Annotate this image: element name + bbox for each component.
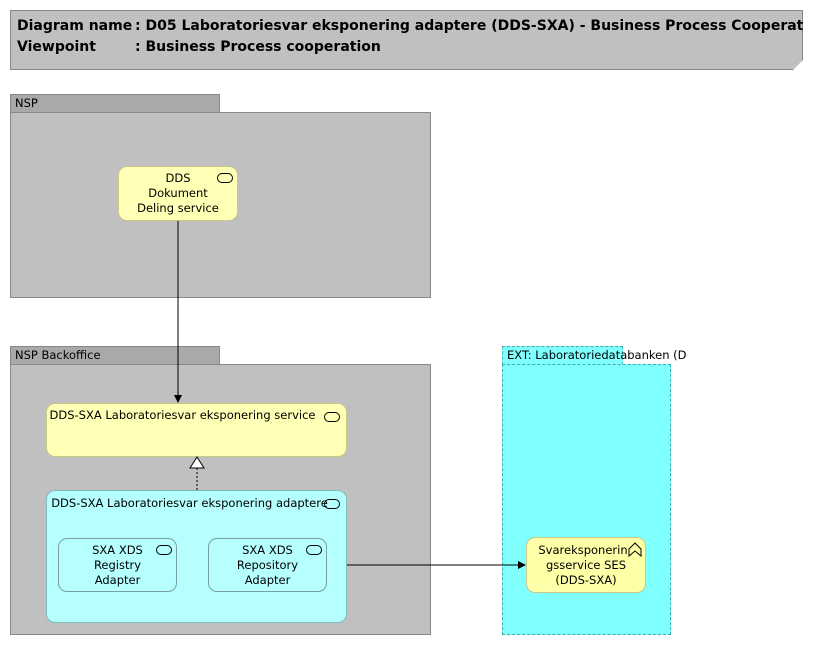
diagram-header: Diagram name: D05 Laboratoriesvar ekspon…	[10, 10, 803, 70]
node-line: Dokument	[148, 186, 208, 200]
node-line: Repository	[236, 558, 299, 572]
viewpoint-label: Viewpoint	[17, 39, 96, 55]
service-icon	[306, 545, 322, 555]
node-line: Deling service	[137, 201, 219, 215]
node-line: SXA XDS	[242, 543, 293, 557]
node-dds-sxa-service[interactable]: DDS-SXA Laboratoriesvar eksponering serv…	[46, 403, 347, 457]
node-line: gsservice SES	[545, 558, 626, 572]
function-icon	[628, 542, 642, 558]
node-sxa-xds-repository-adapter[interactable]: SXA XDS Repository Adapter	[208, 538, 327, 592]
node-line: (DDS-SXA)	[555, 573, 617, 587]
viewpoint-value: : Business Process cooperation	[135, 39, 381, 55]
node-line: DDS	[165, 171, 191, 185]
service-icon	[324, 412, 340, 422]
diagram-name-label: Diagram name	[17, 18, 133, 34]
group-ext-laboratoriedatabanken[interactable]	[502, 364, 671, 635]
service-icon	[217, 173, 233, 183]
group-nsp-backoffice-tab[interactable]: NSP Backoffice	[10, 346, 220, 365]
node-label: DDS-SXA Laboratoriesvar eksponering adap…	[51, 496, 328, 510]
node-line: Adapter	[94, 573, 141, 587]
group-nsp-label: NSP	[15, 96, 38, 110]
node-line: Adapter	[244, 573, 291, 587]
group-ext-label: EXT: Laboratoriedatabanken (D	[507, 348, 687, 362]
service-icon	[156, 545, 172, 555]
group-ext-tab[interactable]: EXT: Laboratoriedatabanken (D	[502, 346, 687, 365]
node-sxa-xds-registry-adapter[interactable]: SXA XDS Registry Adapter	[58, 538, 177, 592]
service-icon	[324, 499, 340, 509]
viewpoint-row: Viewpoint : Business Process cooperation	[17, 39, 381, 55]
node-line: Svareksponerin	[538, 543, 628, 557]
group-nsp-tab[interactable]: NSP	[10, 94, 220, 113]
diagram-name-row: Diagram name: D05 Laboratoriesvar ekspon…	[17, 18, 813, 34]
node-line: SXA XDS	[92, 543, 143, 557]
node-label: DDS-SXA Laboratoriesvar eksponering serv…	[49, 408, 316, 422]
node-line: Registry	[93, 558, 142, 572]
diagram-name-value: : D05 Laboratoriesvar eksponering adapte…	[135, 18, 813, 34]
node-dds-dokument-deling-service[interactable]: DDS Dokument Deling service	[118, 166, 238, 221]
group-nsp-backoffice-label: NSP Backoffice	[15, 348, 101, 362]
node-svareksponeringsservice-ses[interactable]: Svareksponerin gsservice SES (DDS-SXA)	[526, 537, 646, 593]
